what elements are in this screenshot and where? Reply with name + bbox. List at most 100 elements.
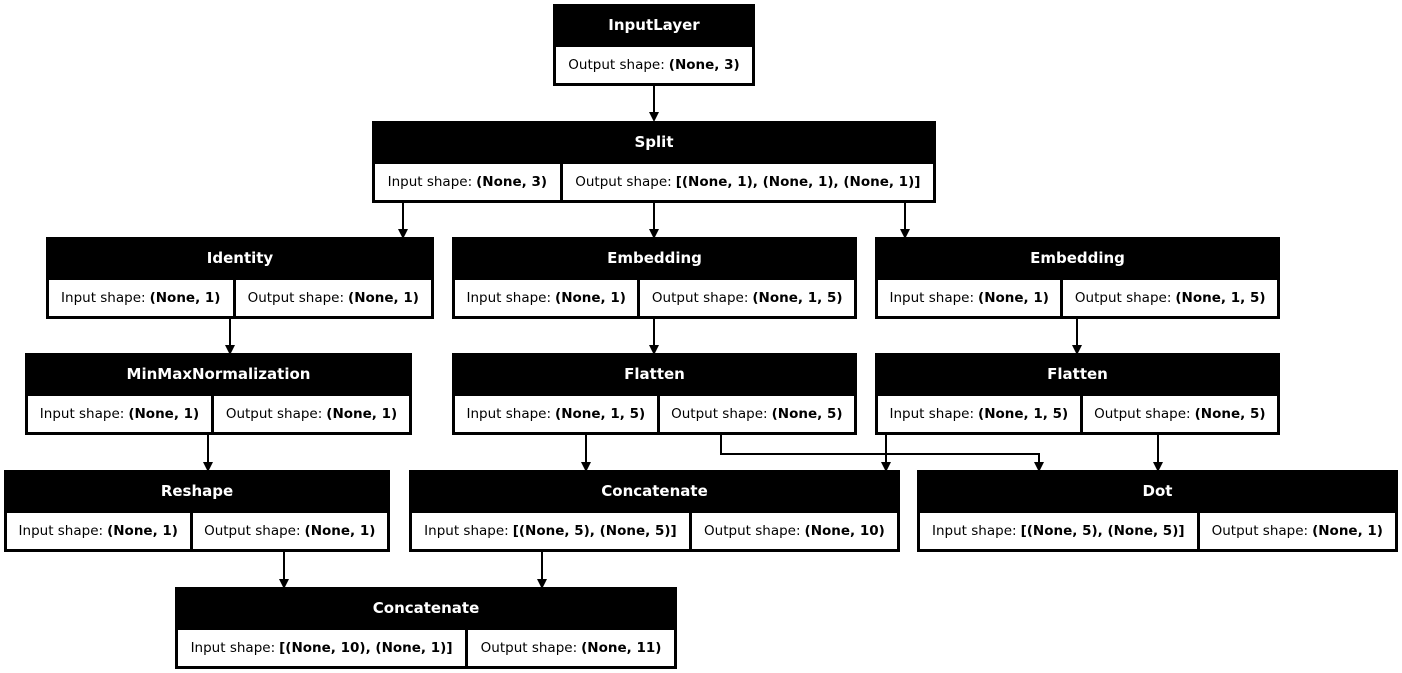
node-shape-row: Input shape: (None, 1) Output shape: (No… bbox=[27, 393, 410, 433]
output-shape-value: (None, 5) bbox=[771, 406, 843, 422]
node-shape-row: Input shape: [(None, 5), (None, 5)] Outp… bbox=[919, 510, 1397, 550]
output-shape-label: Output shape: bbox=[1211, 523, 1309, 539]
output-shape-value: (None, 3) bbox=[668, 57, 740, 73]
output-shape-value: (None, 11) bbox=[581, 640, 662, 656]
node-concatenate-2: Concatenate Input shape: [(None, 10), (N… bbox=[175, 587, 677, 669]
input-shape-cell: Input shape: [(None, 5), (None, 5)] bbox=[919, 512, 1198, 550]
input-shape-label: Input shape: bbox=[466, 290, 552, 306]
output-shape-value: (None, 5) bbox=[1194, 406, 1266, 422]
node-title: Concatenate bbox=[177, 589, 675, 627]
input-shape-label: Input shape: bbox=[424, 523, 509, 539]
node-title: MinMaxNormalization bbox=[27, 355, 410, 393]
input-shape-cell: Input shape: (None, 1, 5) bbox=[454, 395, 658, 433]
output-shape-label: Output shape: bbox=[704, 523, 801, 539]
input-shape-value: [(None, 10), (None, 1)] bbox=[279, 640, 453, 656]
output-shape-cell: Output shape: (None, 1) bbox=[190, 512, 388, 550]
node-title: Reshape bbox=[6, 472, 388, 510]
output-shape-value: (None, 1, 5) bbox=[752, 290, 843, 306]
input-shape-label: Input shape: bbox=[190, 640, 276, 656]
output-shape-label: Output shape: bbox=[1094, 406, 1191, 422]
input-shape-value: [(None, 5), (None, 5)] bbox=[1020, 523, 1185, 539]
node-title: Flatten bbox=[454, 355, 855, 393]
input-shape-label: Input shape: bbox=[889, 290, 975, 306]
node-minmaxnormalization: MinMaxNormalization Input shape: (None, … bbox=[25, 353, 412, 435]
node-inputlayer: InputLayer Output shape: (None, 3) bbox=[553, 4, 755, 86]
input-shape-cell: Input shape: (None, 1) bbox=[6, 512, 191, 550]
node-reshape: Reshape Input shape: (None, 1) Output sh… bbox=[4, 470, 390, 552]
output-shape-cell: Output shape: (None, 3) bbox=[555, 46, 753, 84]
output-shape-label: Output shape: bbox=[671, 406, 768, 422]
input-shape-value: (None, 1, 5) bbox=[978, 406, 1069, 422]
output-shape-value: [(None, 1), (None, 1), (None, 1)] bbox=[675, 174, 921, 190]
input-shape-label: Input shape: bbox=[61, 290, 146, 306]
output-shape-label: Output shape: bbox=[480, 640, 578, 656]
output-shape-value: (None, 1) bbox=[304, 523, 376, 539]
node-shape-row: Input shape: (None, 1, 5) Output shape: … bbox=[454, 393, 855, 433]
input-shape-cell: Input shape: (None, 1) bbox=[454, 279, 639, 317]
input-shape-value: (None, 1, 5) bbox=[555, 406, 646, 422]
output-shape-cell: Output shape: (None, 1) bbox=[233, 279, 432, 317]
node-flatten-1: Flatten Input shape: (None, 1, 5) Output… bbox=[452, 353, 857, 435]
node-embedding-1: Embedding Input shape: (None, 1) Output … bbox=[452, 237, 857, 319]
input-shape-label: Input shape: bbox=[466, 406, 552, 422]
output-shape-cell: Output shape: (None, 1, 5) bbox=[1061, 279, 1278, 317]
output-shape-cell: Output shape: (None, 5) bbox=[1080, 395, 1278, 433]
node-split: Split Input shape: (None, 3) Output shap… bbox=[372, 121, 936, 203]
node-title: Embedding bbox=[877, 239, 1278, 277]
node-dot: Dot Input shape: [(None, 5), (None, 5)] … bbox=[917, 470, 1398, 552]
node-flatten-2: Flatten Input shape: (None, 1, 5) Output… bbox=[875, 353, 1280, 435]
input-shape-value: (None, 1) bbox=[107, 523, 178, 539]
input-shape-label: Input shape: bbox=[39, 406, 125, 422]
node-title: Flatten bbox=[877, 355, 1278, 393]
input-shape-cell: Input shape: (None, 1) bbox=[48, 279, 234, 317]
node-title: InputLayer bbox=[555, 6, 753, 44]
node-shape-row: Output shape: (None, 3) bbox=[555, 44, 753, 84]
node-identity: Identity Input shape: (None, 1) Output s… bbox=[46, 237, 434, 319]
input-shape-label: Input shape: bbox=[932, 523, 1017, 539]
output-shape-cell: Output shape: (None, 1) bbox=[212, 395, 410, 433]
output-shape-cell: Output shape: [(None, 1), (None, 1), (No… bbox=[560, 163, 935, 201]
output-shape-value: (None, 1, 5) bbox=[1175, 290, 1266, 306]
output-shape-value: (None, 1) bbox=[326, 406, 398, 422]
output-shape-value: (None, 1) bbox=[1312, 523, 1383, 539]
node-shape-row: Input shape: (None, 1) Output shape: (No… bbox=[48, 277, 432, 317]
input-shape-label: Input shape: bbox=[18, 523, 104, 539]
input-shape-cell: Input shape: (None, 1, 5) bbox=[877, 395, 1081, 433]
node-shape-row: Input shape: (None, 1) Output shape: (No… bbox=[877, 277, 1278, 317]
output-shape-value: (None, 10) bbox=[804, 523, 885, 539]
output-shape-cell: Output shape: (None, 10) bbox=[689, 512, 898, 550]
output-shape-label: Output shape: bbox=[204, 523, 301, 539]
input-shape-cell: Input shape: (None, 1) bbox=[877, 279, 1062, 317]
input-shape-value: (None, 1) bbox=[978, 290, 1049, 306]
input-shape-value: (None, 1) bbox=[149, 290, 221, 306]
output-shape-label: Output shape: bbox=[568, 57, 665, 73]
node-title: Embedding bbox=[454, 239, 855, 277]
output-shape-cell: Output shape: (None, 1) bbox=[1197, 512, 1397, 550]
input-shape-label: Input shape: bbox=[387, 174, 473, 190]
node-embedding-2: Embedding Input shape: (None, 1) Output … bbox=[875, 237, 1280, 319]
output-shape-label: Output shape: bbox=[247, 290, 345, 306]
node-title: Identity bbox=[48, 239, 432, 277]
input-shape-label: Input shape: bbox=[889, 406, 975, 422]
output-shape-label: Output shape: bbox=[225, 406, 323, 422]
node-shape-row: Input shape: (None, 1) Output shape: (No… bbox=[454, 277, 855, 317]
node-shape-row: Input shape: (None, 3) Output shape: [(N… bbox=[374, 161, 935, 201]
input-shape-value: (None, 1) bbox=[128, 406, 200, 422]
input-shape-cell: Input shape: [(None, 10), (None, 1)] bbox=[177, 629, 467, 667]
node-title: Concatenate bbox=[411, 472, 898, 510]
output-shape-cell: Output shape: (None, 1, 5) bbox=[638, 279, 855, 317]
output-shape-label: Output shape: bbox=[651, 290, 749, 306]
edge-flatten1-dot bbox=[720, 433, 1044, 472]
output-shape-cell: Output shape: (None, 5) bbox=[657, 395, 855, 433]
node-shape-row: Input shape: [(None, 5), (None, 5)] Outp… bbox=[411, 510, 898, 550]
node-shape-row: Input shape: (None, 1) Output shape: (No… bbox=[6, 510, 388, 550]
node-concatenate-1: Concatenate Input shape: [(None, 5), (No… bbox=[409, 470, 900, 552]
node-title: Dot bbox=[919, 472, 1396, 510]
node-shape-row: Input shape: (None, 1, 5) Output shape: … bbox=[877, 393, 1278, 433]
input-shape-cell: Input shape: [(None, 5), (None, 5)] bbox=[411, 512, 690, 550]
output-shape-label: Output shape: bbox=[575, 174, 672, 190]
output-shape-value: (None, 1) bbox=[348, 290, 419, 306]
node-title: Split bbox=[374, 123, 934, 161]
input-shape-value: (None, 1) bbox=[555, 290, 626, 306]
